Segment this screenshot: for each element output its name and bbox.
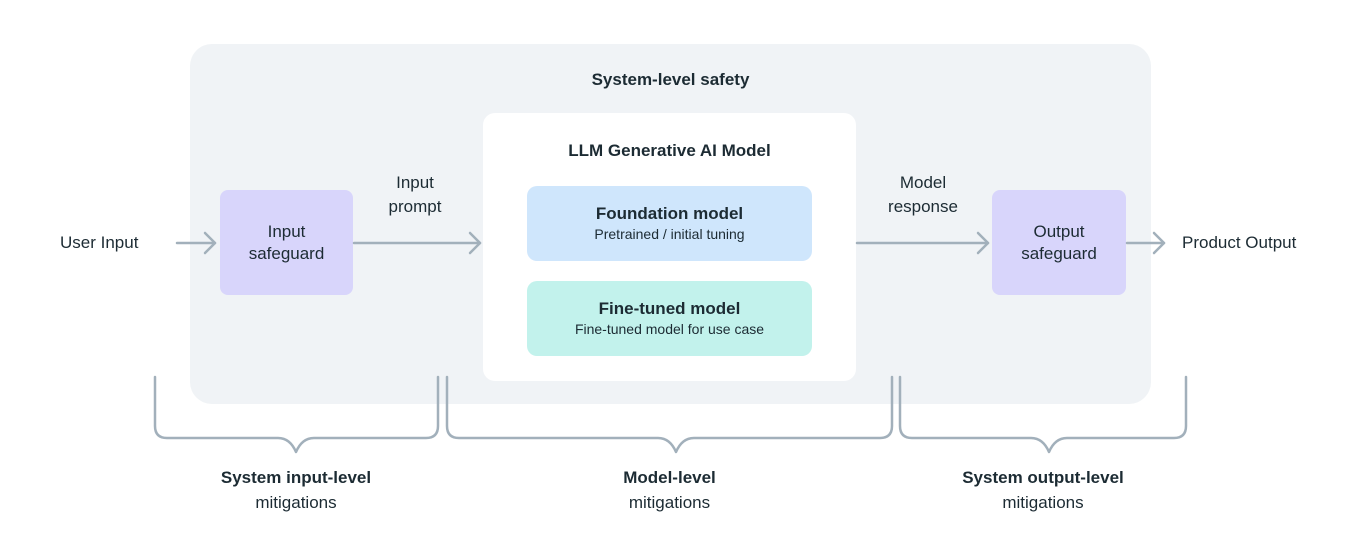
- arrow-input-safeguard-to-model: [352, 231, 482, 255]
- finetuned-model-subtitle: Fine-tuned model for use case: [574, 321, 765, 337]
- input-level-bracket: [153, 375, 440, 454]
- input-prompt-label: Input prompt: [384, 171, 446, 219]
- finetuned-model-card: Fine-tuned model Fine-tuned model for us…: [527, 281, 812, 356]
- model-response-label: Model response: [878, 171, 968, 219]
- output-level-mitigations-title: System output-level: [962, 468, 1124, 487]
- llm-model-title: LLM Generative AI Model: [568, 141, 771, 160]
- model-response-line-1: Model: [899, 173, 947, 192]
- input-safeguard-line-1: Input: [267, 221, 306, 241]
- foundation-model-card: Foundation model Pretrained / initial tu…: [527, 186, 812, 261]
- input-safeguard-line-2: safeguard: [248, 243, 325, 263]
- arrow-user-to-input-safeguard: [175, 231, 217, 255]
- input-prompt-line-2: prompt: [388, 197, 442, 216]
- input-prompt-line-1: Input: [396, 173, 434, 192]
- output-safeguard-line-1: Output: [1033, 221, 1085, 241]
- input-level-mitigations: System input-level mitigations: [154, 465, 438, 515]
- output-level-mitigations: System output-level mitigations: [900, 465, 1186, 515]
- user-input-label: User Input: [60, 233, 139, 252]
- model-level-mitigations: Model-level mitigations: [447, 465, 892, 515]
- model-level-mitigations-subtitle: mitigations: [628, 493, 711, 512]
- output-level-mitigations-subtitle: mitigations: [1002, 493, 1084, 512]
- foundation-model-title: Foundation model: [595, 204, 744, 223]
- finetuned-model-title: Fine-tuned model: [598, 299, 741, 318]
- input-safeguard-box: Input safeguard: [220, 190, 353, 295]
- model-level-bracket: [445, 375, 894, 454]
- model-response-line-2: response: [888, 197, 958, 216]
- output-safeguard-box: Output safeguard: [992, 190, 1126, 295]
- input-level-mitigations-title: System input-level: [220, 468, 372, 487]
- arrow-output-safeguard-to-product: [1125, 231, 1166, 255]
- output-safeguard-line-2: safeguard: [1021, 243, 1097, 263]
- input-level-mitigations-subtitle: mitigations: [255, 493, 337, 512]
- system-level-title: System-level safety: [591, 70, 750, 89]
- foundation-model-subtitle: Pretrained / initial tuning: [594, 226, 745, 242]
- product-output-label: Product Output: [1182, 233, 1297, 252]
- arrow-model-to-output-safeguard: [855, 231, 990, 255]
- model-level-mitigations-title: Model-level: [623, 468, 716, 487]
- output-level-bracket: [898, 375, 1188, 454]
